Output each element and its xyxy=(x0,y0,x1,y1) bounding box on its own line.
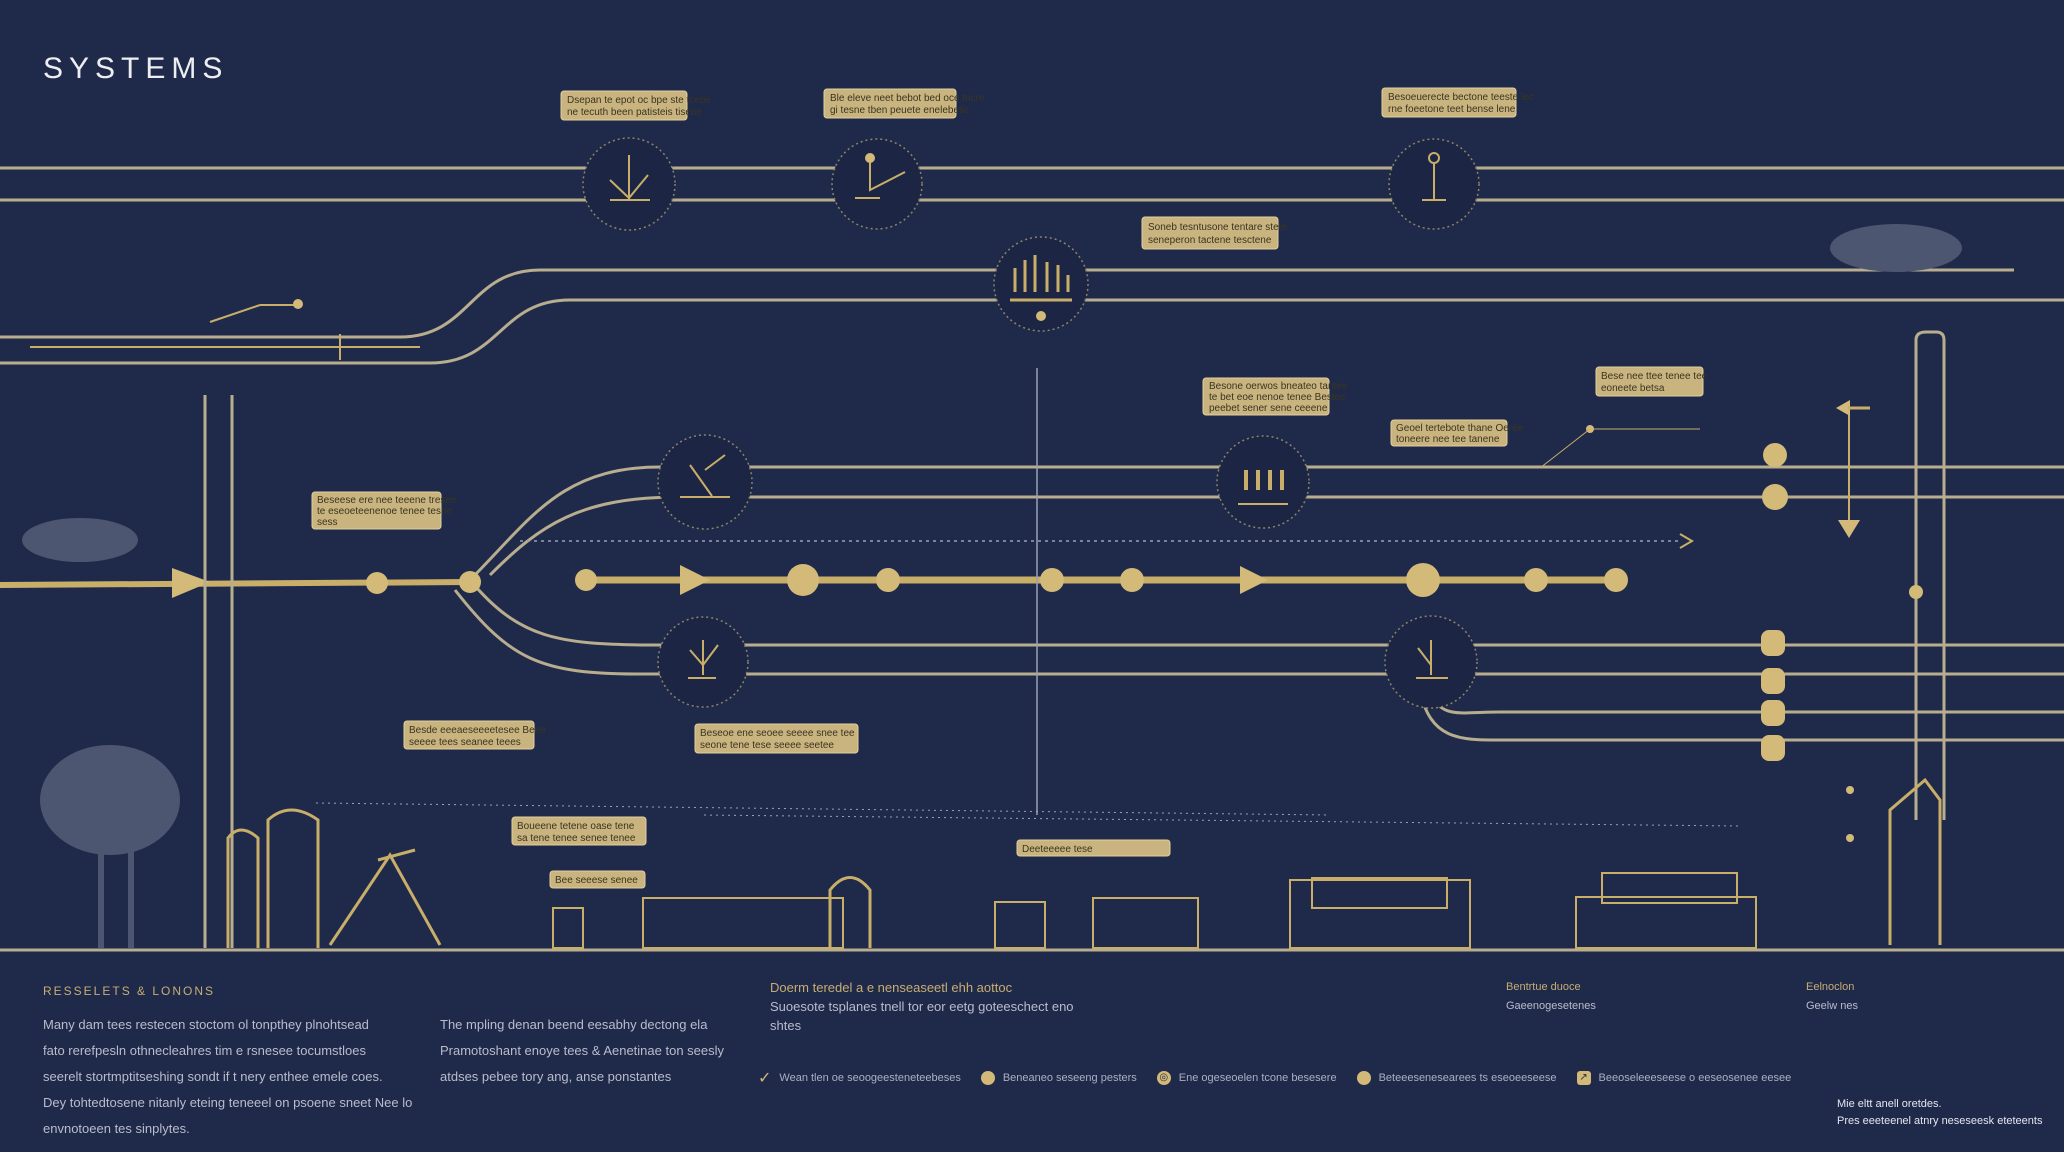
vertical-connectors xyxy=(203,330,1946,948)
node-icon xyxy=(582,137,676,231)
text-line: envnotoeen tes sinplytes. xyxy=(43,1121,190,1136)
dot-icon xyxy=(980,1071,995,1085)
svg-text:Geoel tertebote thane Oeree: Geoel tertebote thane Oeree xyxy=(1396,423,1524,434)
node-icon xyxy=(657,434,753,530)
node-icon xyxy=(1216,435,1310,529)
text-line: Many dam tees restecen stoctom ol tonpth… xyxy=(43,1017,369,1032)
svg-text:seneperon tactene tesctene: seneperon tactene tesctene xyxy=(1148,235,1272,246)
svg-text:ne tecuth been patisteis tisen: ne tecuth been patisteis tisene xyxy=(567,107,703,118)
svg-text:Deeteeeee tese: Deeteeeee tese xyxy=(1022,844,1093,855)
footer-col3: Doerm teredel a e nenseaseetl ehh aottoc… xyxy=(770,978,1074,1035)
callout-label: Deeteeeee tese xyxy=(1016,839,1171,857)
text-line: atdses pebee tory ang, anse ponstantes xyxy=(440,1069,672,1084)
svg-text:Bee seeese senee: Bee seeese senee xyxy=(555,875,638,886)
lane-second xyxy=(0,268,2064,365)
legend-label: Ene ogeseoelen tcone besesere xyxy=(1178,1072,1337,1084)
text-line: shtes xyxy=(770,1018,802,1033)
svg-text:Boueene tetene oase tene: Boueene tetene oase tene xyxy=(517,821,635,832)
svg-text:Besde eeeaeseeeetesee Beee: Besde eeeaeseeeetesee Beee xyxy=(409,725,546,736)
svg-text:sess: sess xyxy=(317,517,338,528)
legend-label: Beneaneo seseeng pesters xyxy=(1002,1072,1137,1084)
text-line: The mpling denan beend eesabhy dectong e… xyxy=(440,1017,708,1032)
text-line: Bentrtue duoce xyxy=(1506,981,1581,993)
legend: ✓ Wean tlen oe seoogeesteneteebeses Benea… xyxy=(758,1068,1791,1088)
legend-item: ◎ Ene ogeseoelen tcone besesere xyxy=(1156,1071,1337,1085)
text-line: Pramotoshant enoye tees & Aenetinae ton … xyxy=(440,1043,725,1058)
text-line: Dey tohtedtosene nitanly eteing teneeel … xyxy=(43,1095,413,1110)
svg-text:Beseoe ene seoee seeee snee te: Beseoe ene seoee seeee snee tee xyxy=(700,728,855,739)
svg-text:te eseoeteenenoe tenee tesne: te eseoeteenenoe tenee tesne xyxy=(317,506,453,517)
check-icon: ✓ xyxy=(758,1070,772,1087)
svg-text:Beseese ere nee teeene tresee: Beseese ere nee teeene tresee xyxy=(317,495,457,506)
svg-text:Soneb tesntusone tentare stete: Soneb tesntusone tentare stete xyxy=(1148,222,1287,233)
callout-label: Soneb tesntusone tentare stete seneperon … xyxy=(1141,216,1287,250)
text-line: fato rerefpesln othnecleahres tim e rsne… xyxy=(43,1043,367,1058)
svg-text:eoneete betsa: eoneete betsa xyxy=(1601,383,1665,394)
legend-item: Beteeesenesearees ts eseoeeseese xyxy=(1356,1071,1557,1085)
svg-text:Besoeuerecte bectone teeste le: Besoeuerecte bectone teeste lec xyxy=(1388,92,1534,103)
lane-top xyxy=(0,166,2064,202)
lane-branch xyxy=(453,465,2064,742)
legend-label: Wean tlen oe seoogeesteneteebeses xyxy=(779,1072,961,1084)
svg-text:Ble eleve neet bebot bed oce t: Ble eleve neet bebot bed oce tncre xyxy=(830,93,985,104)
svg-text:sa tene tenee senee tenee: sa tene tenee senee tenee xyxy=(517,833,636,844)
node-icon xyxy=(831,138,923,230)
target-icon: ◎ xyxy=(1156,1071,1171,1085)
text-line: seerelt stortmptitseshing sondt if t ner… xyxy=(43,1069,383,1084)
node-icon xyxy=(1388,138,1480,230)
tag-icon: ↗ xyxy=(1576,1071,1591,1085)
legend-item: ✓ Wean tlen oe seoogeesteneteebeses xyxy=(758,1068,961,1088)
legend-label: Beteeesenesearees ts eseoeeseese xyxy=(1378,1072,1557,1084)
legend-label: Beeoseleeeseese o eeseosenee eesee xyxy=(1598,1072,1792,1084)
svg-text:seeee tees seanee teees: seeee tees seanee teees xyxy=(409,737,521,748)
dot-icon xyxy=(1356,1071,1371,1085)
svg-text:te bet eoe nenoe tenee Bestec: te bet eoe nenoe tenee Bestec xyxy=(1209,392,1345,403)
svg-text:seone tene tese seeee seetee: seone tene tese seeee seetee xyxy=(700,740,834,751)
callout-label: Bee seeese senee xyxy=(549,870,646,889)
process-nodes xyxy=(582,137,1480,709)
svg-text:toneere nee tee tanene: toneere nee tee tanene xyxy=(1396,434,1500,445)
footer-note: Mie eltt anell oretdes. Pres eeeteenel at… xyxy=(1837,1096,2042,1130)
text-line: Eelnoclon xyxy=(1806,981,1855,993)
svg-text:Bese nee ttee tenee tee: Bese nee ttee tenee tee xyxy=(1601,371,1708,382)
footer-heading: RESSELETS & LONONS xyxy=(43,984,216,998)
legend-item: Beneaneo seseeng pesters xyxy=(980,1071,1137,1085)
node-icon xyxy=(1384,615,1478,709)
tree-illustrations xyxy=(22,224,1962,948)
text-line: Mie eltt anell oretdes. xyxy=(1837,1098,1942,1110)
node-icon xyxy=(657,616,749,708)
text-line: Suoesote tsplanes tnell tor eor eetg got… xyxy=(770,999,1074,1014)
svg-text:Besone oerwos bneateo tantee: Besone oerwos bneateo tantee xyxy=(1209,381,1348,392)
svg-text:peebet sener sene ceeene: peebet sener sene ceeene xyxy=(1209,403,1328,414)
text-line: Doerm teredel a e nenseaseetl ehh aottoc xyxy=(770,980,1013,995)
text-line: Pres eeeteenel atnry neseseesk eteteents xyxy=(1837,1115,2043,1127)
main-flow xyxy=(0,563,1628,598)
legend-item: ↗ Beeoseleeeseese o eeseosenee eesee xyxy=(1576,1071,1792,1085)
page-title: SYSTEMS xyxy=(43,52,229,85)
node-icon xyxy=(993,236,1089,332)
svg-text:rne foeetone teet bense lene: rne foeetone teet bense lene xyxy=(1388,104,1516,115)
svg-text:Dsepan te epot oc bpe ste tceb: Dsepan te epot oc bpe ste tcebe xyxy=(567,95,711,106)
footer-col2: The mpling denan beend eesabhy dectong e… xyxy=(440,1012,724,1090)
footer-col1: Many dam tees restecen stoctom ol tonpth… xyxy=(43,1012,412,1142)
svg-text:gi tesne tben peuete enelebeti: gi tesne tben peuete enelebetic xyxy=(830,105,969,116)
text-line: Geelw nes xyxy=(1806,1000,1858,1012)
text-line: Gaeenogesetenes xyxy=(1506,1000,1596,1012)
ground-buildings xyxy=(0,777,2064,952)
